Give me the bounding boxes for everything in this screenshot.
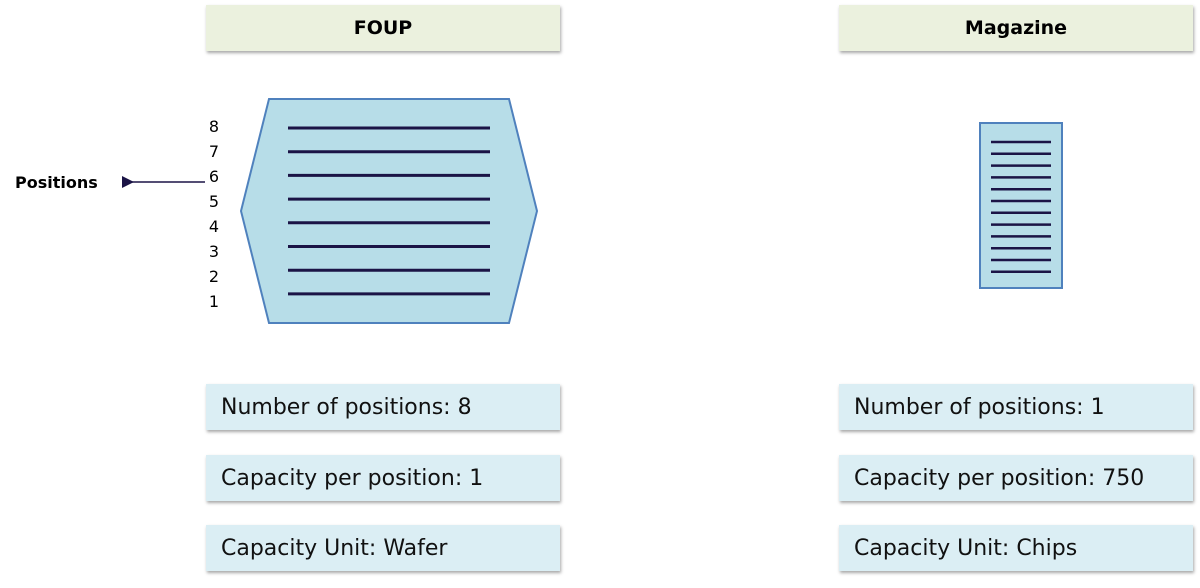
- magazine-number-of-positions: Number of positions: 1: [839, 384, 1193, 430]
- foup-slot-numbers: 8 7 6 5 4 3 2 1: [209, 117, 219, 311]
- slot-number: 4: [209, 217, 219, 236]
- positions-label: Positions: [15, 173, 98, 192]
- foup-number-of-positions: Number of positions: 8: [206, 384, 560, 430]
- slot-number: 1: [209, 292, 219, 311]
- slot-number: 5: [209, 192, 219, 211]
- slot-number: 7: [209, 142, 219, 161]
- slot-number: 2: [209, 267, 219, 286]
- slot-number: 6: [209, 167, 219, 186]
- foup-shape: [239, 98, 539, 324]
- magazine-slot-lines: [991, 140, 1051, 274]
- magazine-title: Magazine: [839, 5, 1193, 51]
- magazine-capacity-unit: Capacity Unit: Chips: [839, 525, 1193, 571]
- foup-capacity-unit: Capacity Unit: Wafer: [206, 525, 560, 571]
- foup-slot-lines: [288, 126, 490, 296]
- magazine-shape: [979, 122, 1063, 289]
- foup-title: FOUP: [206, 5, 560, 51]
- slot-number: 3: [209, 242, 219, 261]
- slot-number: 8: [209, 117, 219, 136]
- magazine-capacity-per-position: Capacity per position: 750: [839, 455, 1193, 501]
- foup-capacity-per-position: Capacity per position: 1: [206, 455, 560, 501]
